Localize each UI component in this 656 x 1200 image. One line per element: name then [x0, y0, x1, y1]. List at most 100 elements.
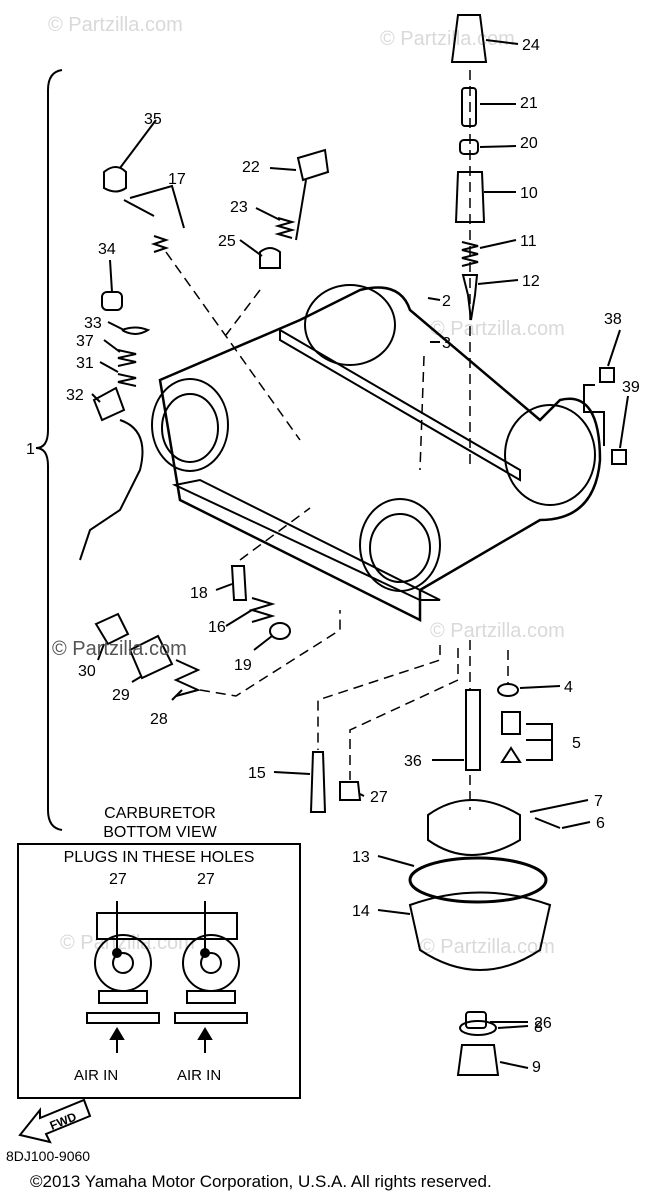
intake-bore-right-inner	[369, 513, 431, 583]
callout-19: 19	[234, 657, 252, 674]
part-29-body	[128, 634, 174, 680]
callout-11: 11	[520, 233, 537, 250]
part-24-cap	[450, 14, 488, 63]
callout-29: 29	[112, 687, 130, 704]
callout-35: 35	[144, 111, 162, 128]
callout-6: 6	[596, 815, 605, 832]
callout-5: 5	[572, 735, 581, 752]
callout-38: 38	[604, 311, 622, 328]
callout-34: 34	[98, 241, 116, 258]
watermark: © Partzilla.com	[60, 932, 195, 954]
part-10-holder	[454, 171, 486, 223]
watermark: © Partzilla.com	[48, 14, 183, 36]
part-5-needle-jet-a	[501, 711, 521, 735]
part-21-screw	[461, 87, 477, 127]
part-31-spring	[117, 373, 137, 387]
part-6-pin	[534, 817, 561, 829]
callout-36: 36	[404, 753, 422, 770]
inset-carburetors	[86, 901, 248, 1053]
callout-3: 3	[442, 335, 451, 352]
inset-box: PLUGS IN THESE HOLES 27 27 AIR IN AIR IN	[17, 843, 301, 1099]
top-rail	[279, 328, 521, 482]
bracket-38-39	[583, 384, 605, 446]
part-28-spring	[173, 659, 201, 697]
watermark: © Partzilla.com	[420, 936, 555, 958]
copyright: ©2013 Yamaha Motor Corporation, U.S.A. A…	[30, 1172, 492, 1191]
partzilla-label: © Partzilla.com	[52, 638, 187, 660]
part-22-screw	[295, 148, 330, 241]
air-in-right: AIR IN	[177, 1067, 222, 1084]
outlet-bore-right	[504, 404, 596, 506]
part-35-cap	[103, 166, 127, 193]
carb-body-upper	[158, 286, 602, 623]
part-17-screw	[123, 199, 155, 217]
air-in-left: AIR IN	[74, 1067, 119, 1084]
callout-21: 21	[520, 95, 538, 112]
assembly-bracket	[35, 69, 63, 831]
diagram-code: 8DJ100-9060	[6, 1148, 91, 1164]
part-39-screw	[611, 449, 627, 465]
part-23-spring	[274, 217, 296, 239]
watermark: © Partzilla.com	[430, 318, 565, 340]
part-32-switch	[79, 386, 144, 561]
float-7	[427, 799, 521, 856]
callout-13: 13	[352, 849, 370, 866]
part-26-screw	[465, 1011, 487, 1029]
callout-28: 28	[150, 711, 168, 728]
callout-labels: 1 2 3 4 5 6 7 8 9 10 11 12 13 14 15 16 1…	[26, 37, 640, 1133]
part-30-cap	[94, 612, 130, 646]
callout-22: 22	[242, 159, 260, 176]
fwd-arrow	[18, 1098, 92, 1144]
watermark: © Partzilla.com	[380, 28, 515, 50]
part-34-cap	[101, 291, 123, 311]
callout-23: 23	[230, 199, 248, 216]
callout-1: 1	[26, 441, 35, 458]
callout-2: 2	[442, 293, 451, 310]
part-5-needle-jet-b	[500, 746, 522, 763]
part-36-jet	[465, 689, 481, 771]
part-11-spring	[461, 241, 479, 267]
plug-label-right: 27	[197, 871, 215, 888]
callout-31: 31	[76, 355, 94, 372]
part-8-washer	[459, 1020, 497, 1036]
callout-7: 7	[594, 793, 603, 810]
callout-30: 30	[78, 663, 96, 680]
callout-8: 8	[534, 1019, 543, 1036]
callout-18: 18	[190, 585, 208, 602]
part-4-washer	[497, 683, 519, 697]
part-27-plug	[339, 781, 362, 801]
part-37-spring	[117, 349, 137, 367]
part-20-nut	[459, 139, 479, 155]
plug-label-left: 27	[109, 871, 127, 888]
inset-title: CARBURETOR BOTTOM VIEW	[60, 804, 260, 842]
callout-9: 9	[532, 1059, 541, 1076]
callout-26: 26	[534, 1015, 552, 1032]
part-9-drain	[456, 1044, 500, 1076]
part-16-spring	[248, 597, 276, 623]
part-15-pilot-jet	[309, 751, 327, 813]
intake-bore-left	[151, 378, 229, 472]
callout-39: 39	[622, 379, 640, 396]
callout-32: 32	[66, 387, 84, 404]
intake-bore-left-inner	[161, 393, 219, 463]
part-18-screw	[230, 565, 248, 601]
inset-title-line-2: BOTTOM VIEW	[103, 824, 217, 841]
part-13-oring	[408, 856, 548, 904]
callout-37: 37	[76, 333, 94, 350]
callout-15: 15	[248, 765, 266, 782]
callout-14: 14	[352, 903, 370, 920]
callout-12: 12	[522, 273, 540, 290]
callout-25: 25	[218, 233, 236, 250]
callout-17: 17	[168, 171, 186, 188]
callout-33: 33	[84, 315, 102, 332]
outlet-bore-left	[304, 284, 396, 366]
callout-20: 20	[520, 135, 538, 152]
callout-10: 10	[520, 185, 538, 202]
inset-title-line-1: CARBURETOR	[104, 805, 216, 822]
callout-4: 4	[564, 679, 573, 696]
part-33-oring	[121, 326, 151, 335]
watermark: © Partzilla.com	[430, 620, 565, 642]
part-14-float-bowl	[408, 891, 552, 971]
callout-24: 24	[522, 37, 540, 54]
